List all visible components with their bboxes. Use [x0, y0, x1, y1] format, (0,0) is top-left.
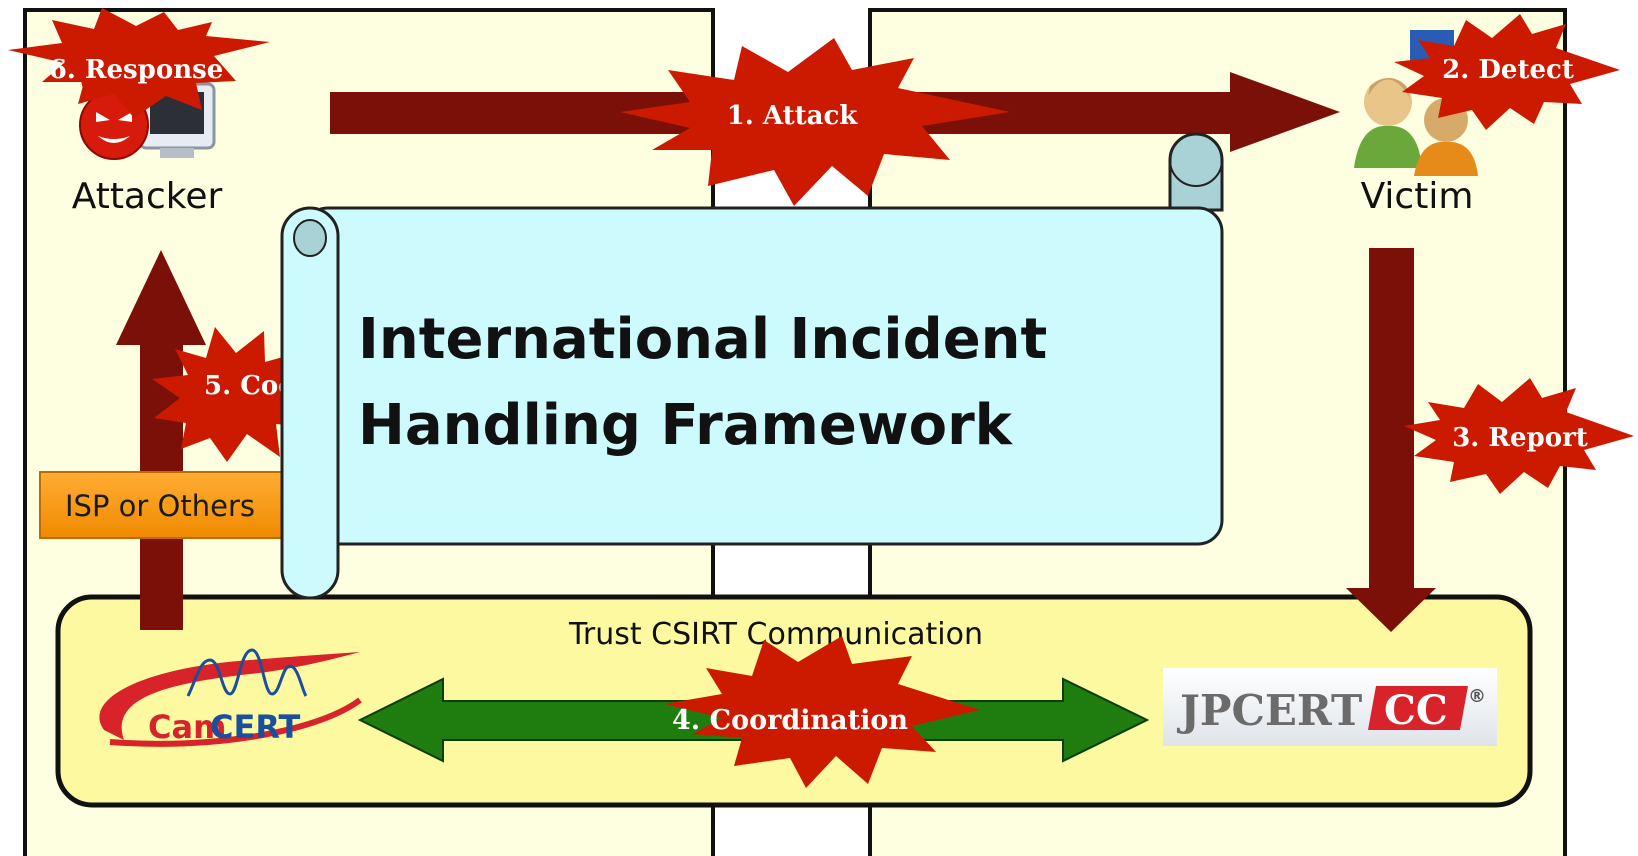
step-4-burst — [664, 636, 980, 788]
step-6-burst — [8, 8, 270, 118]
step-3-label: 3. Report — [1452, 423, 1588, 453]
coordination-up-arrow — [116, 250, 206, 630]
attacker-label: Attacker — [72, 176, 223, 217]
camcert-cam-text: Cam — [148, 708, 226, 746]
title-line-2: Handling Framework — [358, 393, 1014, 458]
camcert-logo: Cam CERT — [99, 648, 362, 747]
step-1-label: 1. Attack — [727, 101, 859, 131]
title-line-1: International Incident — [358, 307, 1047, 372]
step-6-label: 6. Response — [49, 55, 224, 85]
jpcert-text: JPCERT — [1176, 686, 1362, 735]
step-3-burst — [1404, 378, 1634, 494]
step-1-burst — [620, 38, 1010, 206]
step-4-label: 4. Coordination — [672, 705, 908, 736]
report-arrow — [1346, 248, 1436, 632]
jpcert-logo: JPCERT CC ® — [1163, 668, 1497, 746]
step-2-burst — [1394, 14, 1620, 130]
camcert-cert-text: CERT — [210, 708, 301, 746]
jpcert-registered-mark: ® — [1468, 686, 1486, 707]
trust-csirt-label: Trust CSIRT Communication — [568, 617, 983, 652]
step-2-label: 2. Detect — [1442, 55, 1574, 85]
isp-label: ISP or Others — [65, 489, 255, 523]
jpcert-cc-text: CC — [1384, 687, 1448, 734]
title-scroll — [280, 132, 1224, 600]
victim-label: Victim — [1361, 176, 1474, 217]
